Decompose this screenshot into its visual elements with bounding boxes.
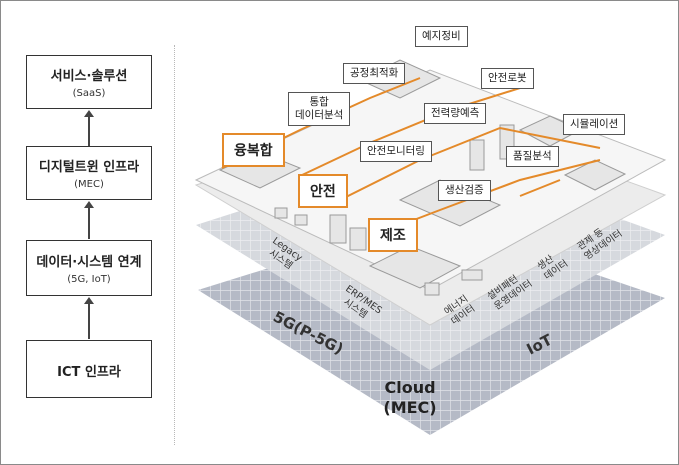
connector-line xyxy=(519,179,561,197)
callout-predictive: 예지정비 xyxy=(415,26,468,48)
callout-power: 전력량예측 xyxy=(424,103,487,125)
stack-box-mec: 디지털트윈 인프라 (MEC) xyxy=(26,146,152,200)
tank xyxy=(329,214,347,244)
stack-subtitle: (SaaS) xyxy=(72,88,106,99)
tank xyxy=(294,214,308,226)
stack-title: 서비스·솔루션 xyxy=(50,69,128,84)
divider xyxy=(174,45,175,445)
callout-production: 생산검증 xyxy=(438,180,491,202)
tank xyxy=(274,207,288,219)
arrow-up xyxy=(84,297,94,339)
callout-process-opt: 공정최적화 xyxy=(343,63,406,85)
connector-line xyxy=(339,126,601,201)
callout-monitoring: 안전모니터링 xyxy=(360,141,432,163)
callout-simulation: 시뮬레이션 xyxy=(563,114,626,136)
stack-title: 데이터·시스템 연계 xyxy=(36,255,142,270)
stack-title: ICT 인프라 xyxy=(57,365,121,380)
cloud-label-line2: (MEC) xyxy=(383,398,436,417)
building xyxy=(563,159,627,191)
callout-robot: 안전로봇 xyxy=(481,68,534,90)
callout-quality: 품질분석 xyxy=(506,146,559,168)
arrow-up xyxy=(84,110,94,146)
building xyxy=(368,245,462,289)
stack-subtitle: (5G, IoT) xyxy=(67,274,111,285)
cloud-label-line1: Cloud xyxy=(384,378,435,397)
integrated-line1: 통합 xyxy=(309,96,329,108)
building xyxy=(398,179,502,227)
connector-line xyxy=(299,87,521,177)
stack-box-saas: 서비스·솔루션 (SaaS) xyxy=(26,55,152,109)
stack-box-ict: ICT 인프라 xyxy=(26,340,152,398)
fusion-box: 융복합 xyxy=(222,133,285,167)
tank xyxy=(461,269,483,281)
safety-box: 안전 xyxy=(298,174,348,208)
stack-box-5g-iot: 데이터·시스템 연계 (5G, IoT) xyxy=(26,240,152,296)
arrow-up xyxy=(84,201,94,239)
tank xyxy=(349,227,367,251)
integrated-line2: 데이터분석 xyxy=(295,109,344,122)
callout-integrated: 통합 데이터분석 xyxy=(288,92,351,127)
stack-subtitle: (MEC) xyxy=(74,179,104,190)
stack-title: 디지털트윈 인프라 xyxy=(38,160,140,175)
manufacturing-box: 제조 xyxy=(368,218,418,252)
tank xyxy=(424,282,440,296)
tank xyxy=(469,139,485,171)
